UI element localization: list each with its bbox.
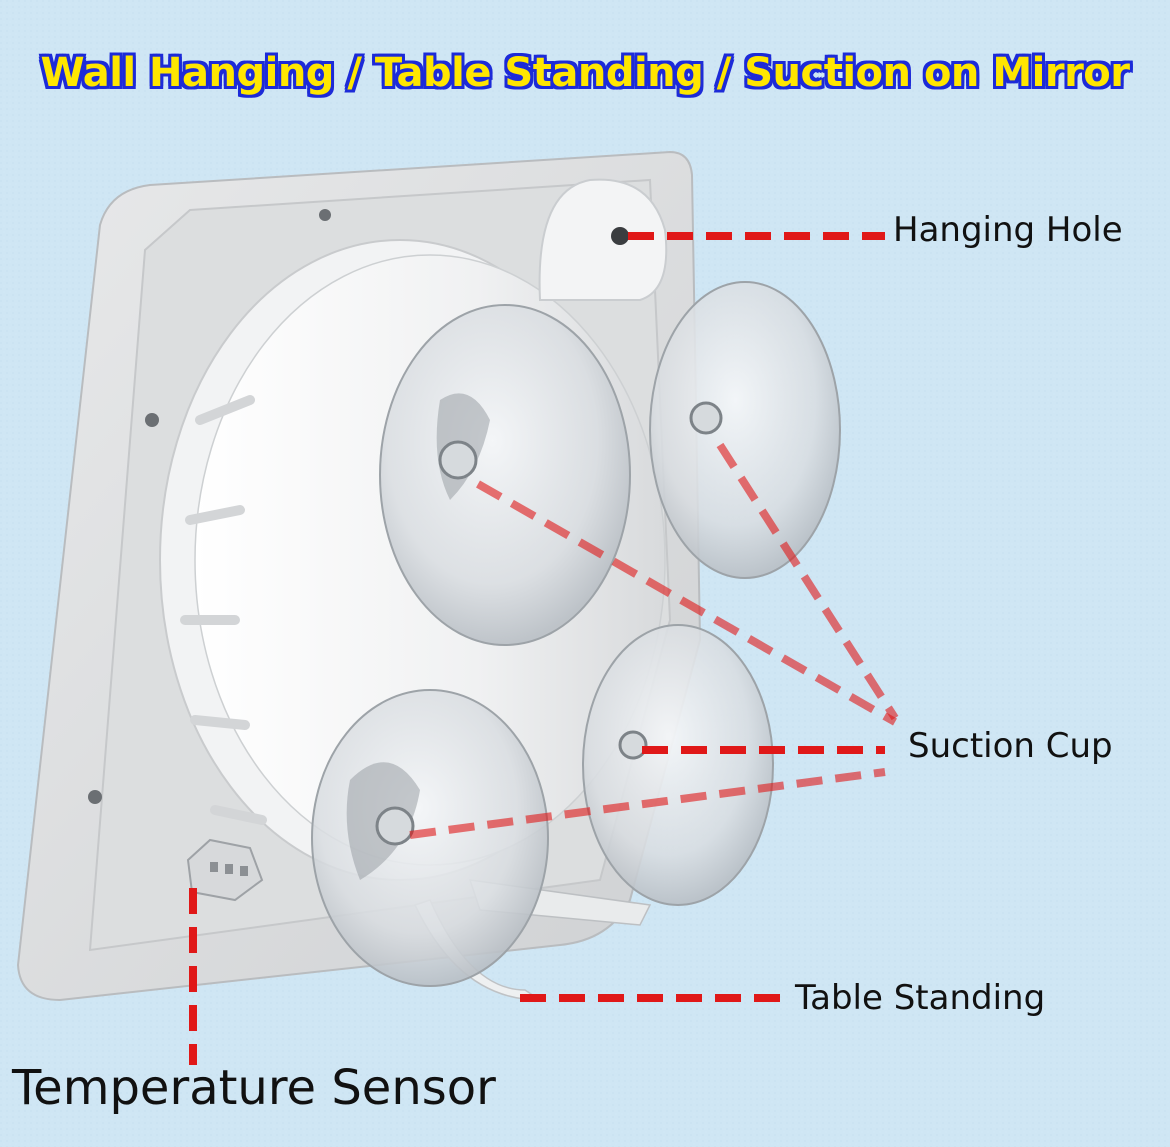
- hanging-hole-icon: [611, 227, 629, 245]
- temperature-sensor-label: Temperature Sensor: [12, 1060, 496, 1116]
- leader-suction-bottom-left: [409, 768, 886, 839]
- screw-hole-top: [319, 209, 331, 221]
- leader-suction-top-right: [716, 442, 899, 721]
- hanging-tab: [538, 178, 668, 301]
- leader-suction-top-left: [476, 480, 897, 726]
- suction-cup-top-left: [379, 304, 631, 646]
- drum-ridges: [180, 395, 267, 825]
- suction-cup-label: Suction Cup: [908, 726, 1113, 766]
- screw-hole-bottom: [88, 790, 102, 804]
- suction-cup-bottom-right: [582, 624, 774, 906]
- table-standing-label: Table Standing: [795, 978, 1046, 1018]
- suction-cup-bottom-left: [311, 689, 549, 987]
- suction-cup-top-right: [649, 281, 841, 579]
- hanging-hole-label: Hanging Hole: [893, 210, 1123, 250]
- page-title: Wall Hanging / Table Standing / Suction …: [40, 50, 1131, 96]
- screw-hole-left: [145, 413, 159, 427]
